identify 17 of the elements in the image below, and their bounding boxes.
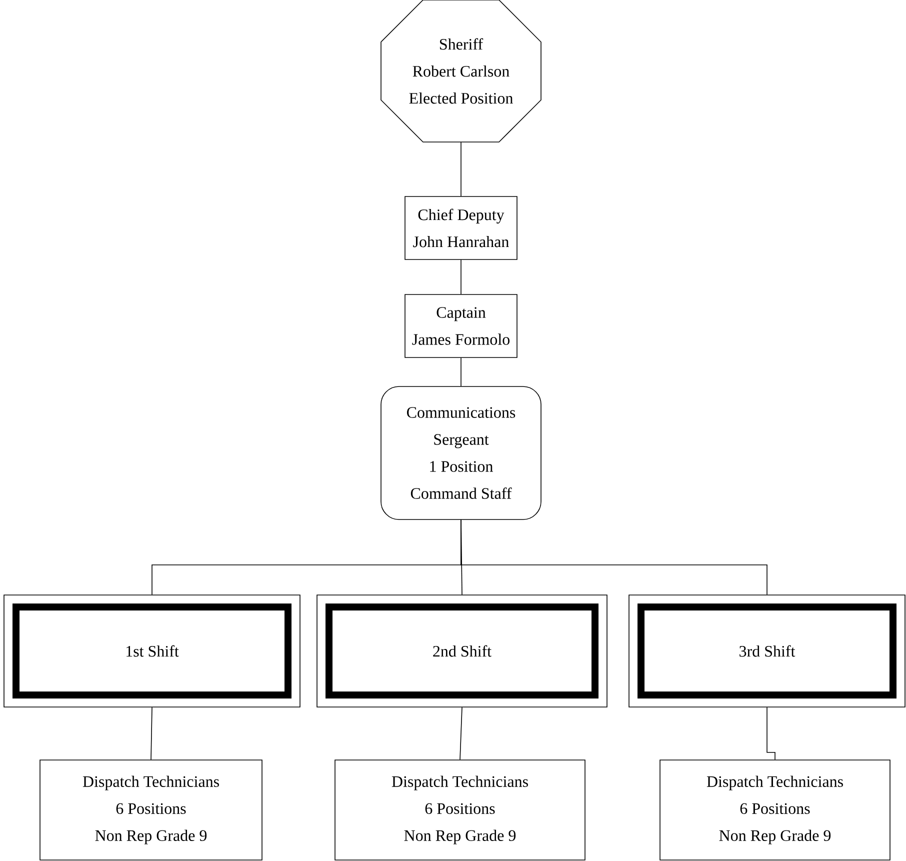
shift-box: 2nd Shift — [316, 594, 608, 708]
position-box: Chief Deputy John Hanrahan — [404, 196, 518, 260]
connector-line — [460, 520, 768, 595]
rounded-box: Communications Sergeant 1 Position Command Staff — [380, 386, 542, 520]
connector-line — [460, 358, 462, 386]
position-box: Captain James Formolo — [404, 294, 518, 358]
connector-line — [460, 260, 462, 294]
connector-line — [460, 142, 462, 196]
octagon-box: Sheriff Robert Carlson Elected Position — [380, 0, 542, 142]
connector-line — [460, 707, 462, 760]
connector-line — [150, 707, 152, 760]
shift-box: 1st Shift — [4, 594, 300, 708]
position-box: Dispatch Technicians 6 Positions Non Rep Grade 9 — [40, 760, 262, 860]
connector-line — [766, 707, 776, 760]
position-box: Dispatch Technicians 6 Positions Non Rep Grade 9 — [334, 760, 586, 860]
position-box: Dispatch Technicians 6 Positions Non Rep Grade 9 — [660, 760, 890, 860]
shift-box: 3rd Shift — [628, 594, 906, 708]
